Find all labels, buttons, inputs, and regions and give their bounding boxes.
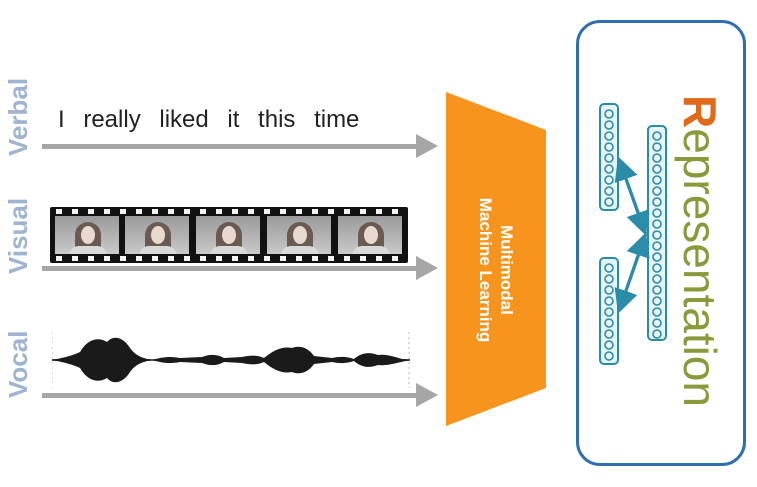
representation-network (599, 103, 667, 365)
film-perforations-top (50, 207, 408, 215)
representation-first-letter: R (674, 95, 726, 129)
multimodal-ml-block (446, 92, 546, 426)
video-frame (55, 216, 119, 254)
visual-arrow-head (416, 256, 438, 280)
ml-block-label: Multimodal Machine Learning (473, 175, 517, 365)
vocal-label: Vocal (3, 330, 33, 398)
video-frame (267, 216, 331, 254)
visual-arrow-line (42, 266, 418, 271)
representation-box (576, 20, 746, 466)
vocal-arrow-line (42, 393, 418, 398)
video-film-strip (50, 207, 408, 263)
visual-label: Visual (3, 197, 33, 274)
film-perforations-bottom (50, 255, 408, 263)
verbal-arrow-head (416, 134, 438, 158)
representation-label: Representation (674, 95, 727, 407)
video-frame (196, 216, 260, 254)
verbal-arrow-line (42, 144, 418, 149)
ml-label-line2: Machine Learning (476, 197, 495, 343)
ml-label-line1: Multimodal (497, 225, 516, 315)
verbal-sentence: I really liked it this time (58, 106, 360, 133)
video-frame (125, 216, 189, 254)
vocal-arrow-head (416, 383, 438, 407)
audio-waveform (52, 332, 410, 388)
representation-rest: epresentation (674, 128, 726, 407)
video-frame (338, 216, 402, 254)
verbal-label: Verbal (3, 77, 33, 156)
